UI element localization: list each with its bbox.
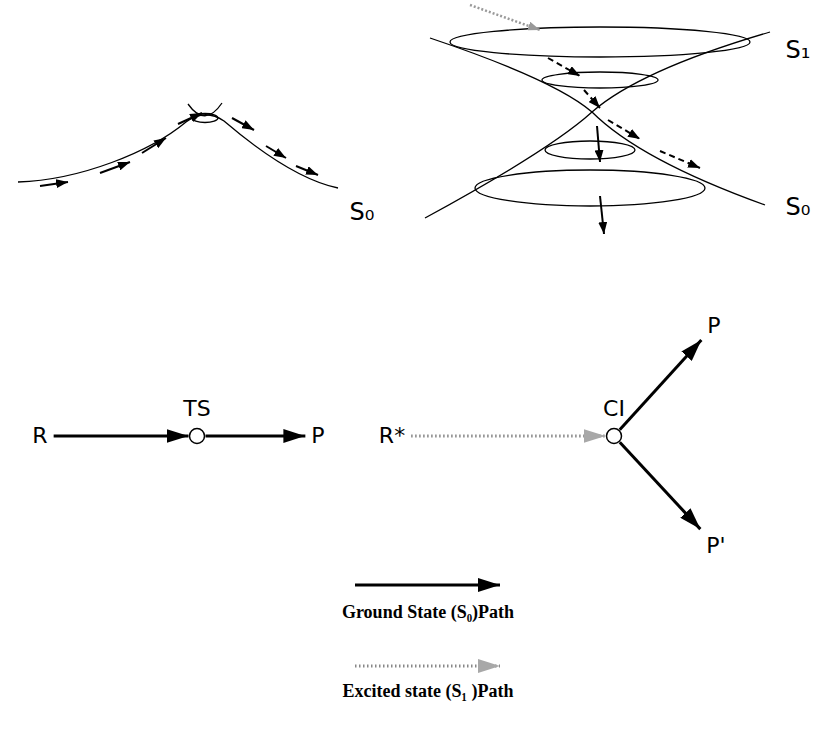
circle-shape (190, 429, 205, 444)
surface-label: S₀ (786, 195, 811, 219)
state-label: R* (379, 425, 405, 447)
state-point: CI (605, 427, 623, 445)
node-text: P (311, 425, 324, 447)
node-text: CI (603, 398, 625, 420)
state-point: TS (188, 427, 206, 445)
node-text: R* (379, 425, 405, 447)
ground-state-arrow (620, 340, 702, 430)
path-arrows (40, 113, 318, 186)
surface-label: S₀ (350, 200, 375, 224)
legend-dotted-arrow (355, 665, 500, 668)
state-label: P (707, 315, 720, 337)
conical-intersection (425, 27, 770, 218)
legend-text: Excited state (S₁ )Path (343, 682, 514, 702)
circle-outline (605, 427, 623, 445)
path-arrows (470, 5, 700, 234)
state-label: R (32, 425, 47, 447)
ground-state-arrow (54, 435, 189, 438)
legend-solid-arrow (355, 584, 500, 587)
node-text: P' (706, 535, 725, 557)
surface-label: S₁ (786, 38, 811, 62)
node-text: R (32, 425, 47, 447)
legend-text: Ground State (S₀)Path (342, 603, 514, 623)
node-text: TS (183, 398, 210, 420)
ground-state-arrow (206, 435, 306, 438)
state-label: P (311, 425, 324, 447)
circle-outline (188, 427, 206, 445)
ground-state-surface (18, 103, 338, 188)
ground-state-arrow (620, 442, 701, 529)
node-text: P (707, 315, 720, 337)
state-label: P' (706, 535, 725, 557)
connector-layer (54, 340, 702, 529)
excited-state-arrow (411, 435, 605, 438)
circle-shape (607, 429, 622, 444)
